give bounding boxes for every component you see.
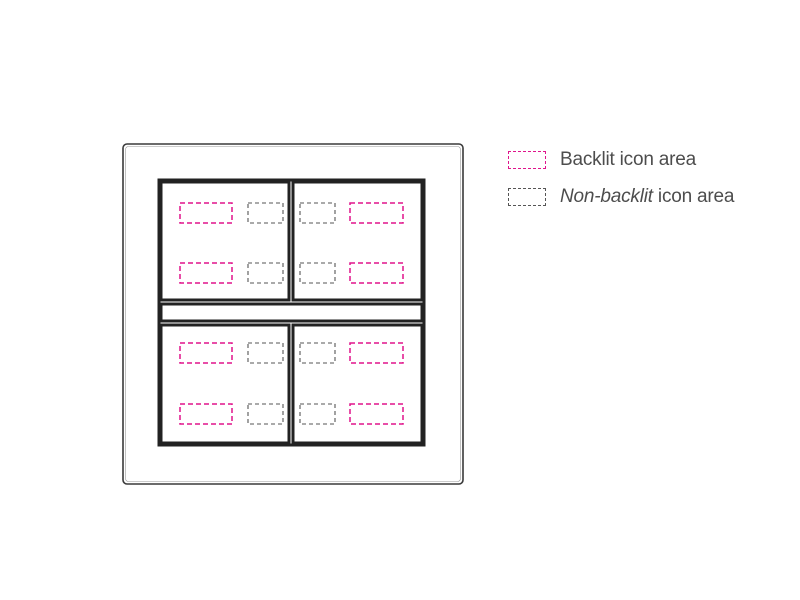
button-top-left <box>159 180 291 302</box>
backlit-icon-area <box>349 202 404 224</box>
center-divider-strip <box>159 302 424 323</box>
non-backlit-icon-area <box>299 262 336 284</box>
non-backlit-icon-area <box>247 262 284 284</box>
non-backlit-icon-area <box>299 202 336 224</box>
backlit-icon-area <box>179 262 233 284</box>
backlit-icon-area <box>179 202 233 224</box>
backlit-icon-area <box>179 403 233 425</box>
backlit-icon-area <box>349 262 404 284</box>
legend-swatch-backlit <box>508 151 546 169</box>
outer-cover-plate-inner-edge <box>125 146 461 482</box>
legend-item-backlit: Backlit icon area <box>508 149 697 170</box>
button-top-right <box>291 180 424 302</box>
backlit-icon-area <box>179 342 233 364</box>
legend-item-non-backlit: Non-backlit icon area <box>508 186 734 208</box>
non-backlit-icon-area <box>299 403 336 425</box>
legend-label-non-backlit-italic: Non-backlit <box>560 186 653 207</box>
legend-swatch-non-backlit <box>508 188 546 206</box>
backlit-icon-area <box>349 342 404 364</box>
icon-areas-group <box>179 202 404 425</box>
legend-label-backlit: Backlit icon area <box>560 149 697 170</box>
non-backlit-icon-area <box>247 403 284 425</box>
legend-label-non-backlit: Non-backlit icon area <box>560 186 734 208</box>
non-backlit-icon-area <box>247 342 284 364</box>
backlit-icon-area <box>349 403 404 425</box>
non-backlit-icon-area <box>299 342 336 364</box>
non-backlit-icon-area <box>247 202 284 224</box>
legend-label-non-backlit-rest: icon area <box>652 186 735 207</box>
